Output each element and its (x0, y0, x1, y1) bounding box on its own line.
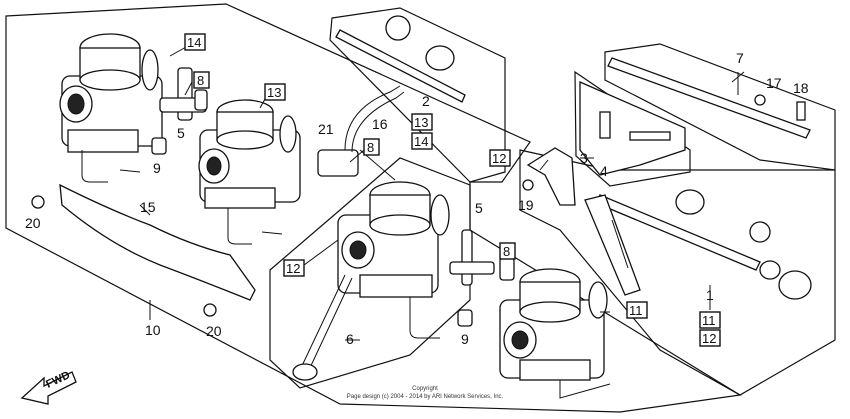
boxed-label-12c: 12 (702, 331, 716, 346)
boxed-label-13b: 13 (414, 115, 428, 130)
label-9a: 9 (153, 160, 161, 176)
label-17: 17 (766, 75, 782, 91)
label-6: 6 (346, 331, 354, 347)
copyright-line-1: Copyright (412, 386, 438, 392)
label-10: 10 (145, 322, 161, 338)
boxed-label-12a: 12 (492, 151, 506, 166)
boxed-label-14a: 14 (187, 35, 201, 50)
boxed-label-8c: 8 (503, 244, 510, 259)
part-labels: 1 2 3 4 5 5 6 7 9 9 10 15 16 17 18 19 20… (25, 50, 809, 347)
hardware-parts (31, 15, 812, 381)
boxed-label-14b: 14 (414, 134, 428, 149)
boxed-labels: 14 8 13 13 14 8 12 12 8 11 11 12 (184, 33, 721, 347)
copyright: Copyright Page design (c) 2004 - 2014 by… (347, 386, 504, 400)
label-15: 15 (140, 199, 156, 215)
boxed-label-13a: 13 (267, 85, 281, 100)
carburetor-top-left (59, 33, 163, 183)
boxed-label-11a: 11 (629, 303, 643, 318)
label-3: 3 (580, 150, 588, 166)
label-2: 2 (422, 93, 430, 109)
carburetor-bottom-right (499, 268, 611, 399)
label-7: 7 (736, 50, 744, 66)
boxed-label-11b: 11 (702, 313, 716, 328)
label-5a: 5 (177, 125, 185, 141)
label-21: 21 (318, 121, 334, 137)
copyright-line-2: Page design (c) 2004 - 2014 by ARI Netwo… (347, 394, 504, 400)
label-20b: 20 (206, 323, 222, 339)
boxed-label-8b: 8 (367, 140, 374, 155)
label-19: 19 (518, 197, 534, 213)
label-5b: 5 (475, 200, 483, 216)
boxed-label-8a: 8 (197, 73, 204, 88)
label-18: 18 (793, 80, 809, 96)
label-16: 16 (372, 116, 388, 132)
label-1: 1 (706, 287, 714, 303)
carburetor-center (337, 181, 450, 339)
carburetor-middle-left (198, 99, 301, 245)
label-20a: 20 (25, 215, 41, 231)
fwd-arrow: FWD (20, 369, 77, 405)
label-9b: 9 (461, 331, 469, 347)
boxed-label-12b: 12 (286, 261, 300, 276)
label-4: 4 (600, 163, 608, 179)
